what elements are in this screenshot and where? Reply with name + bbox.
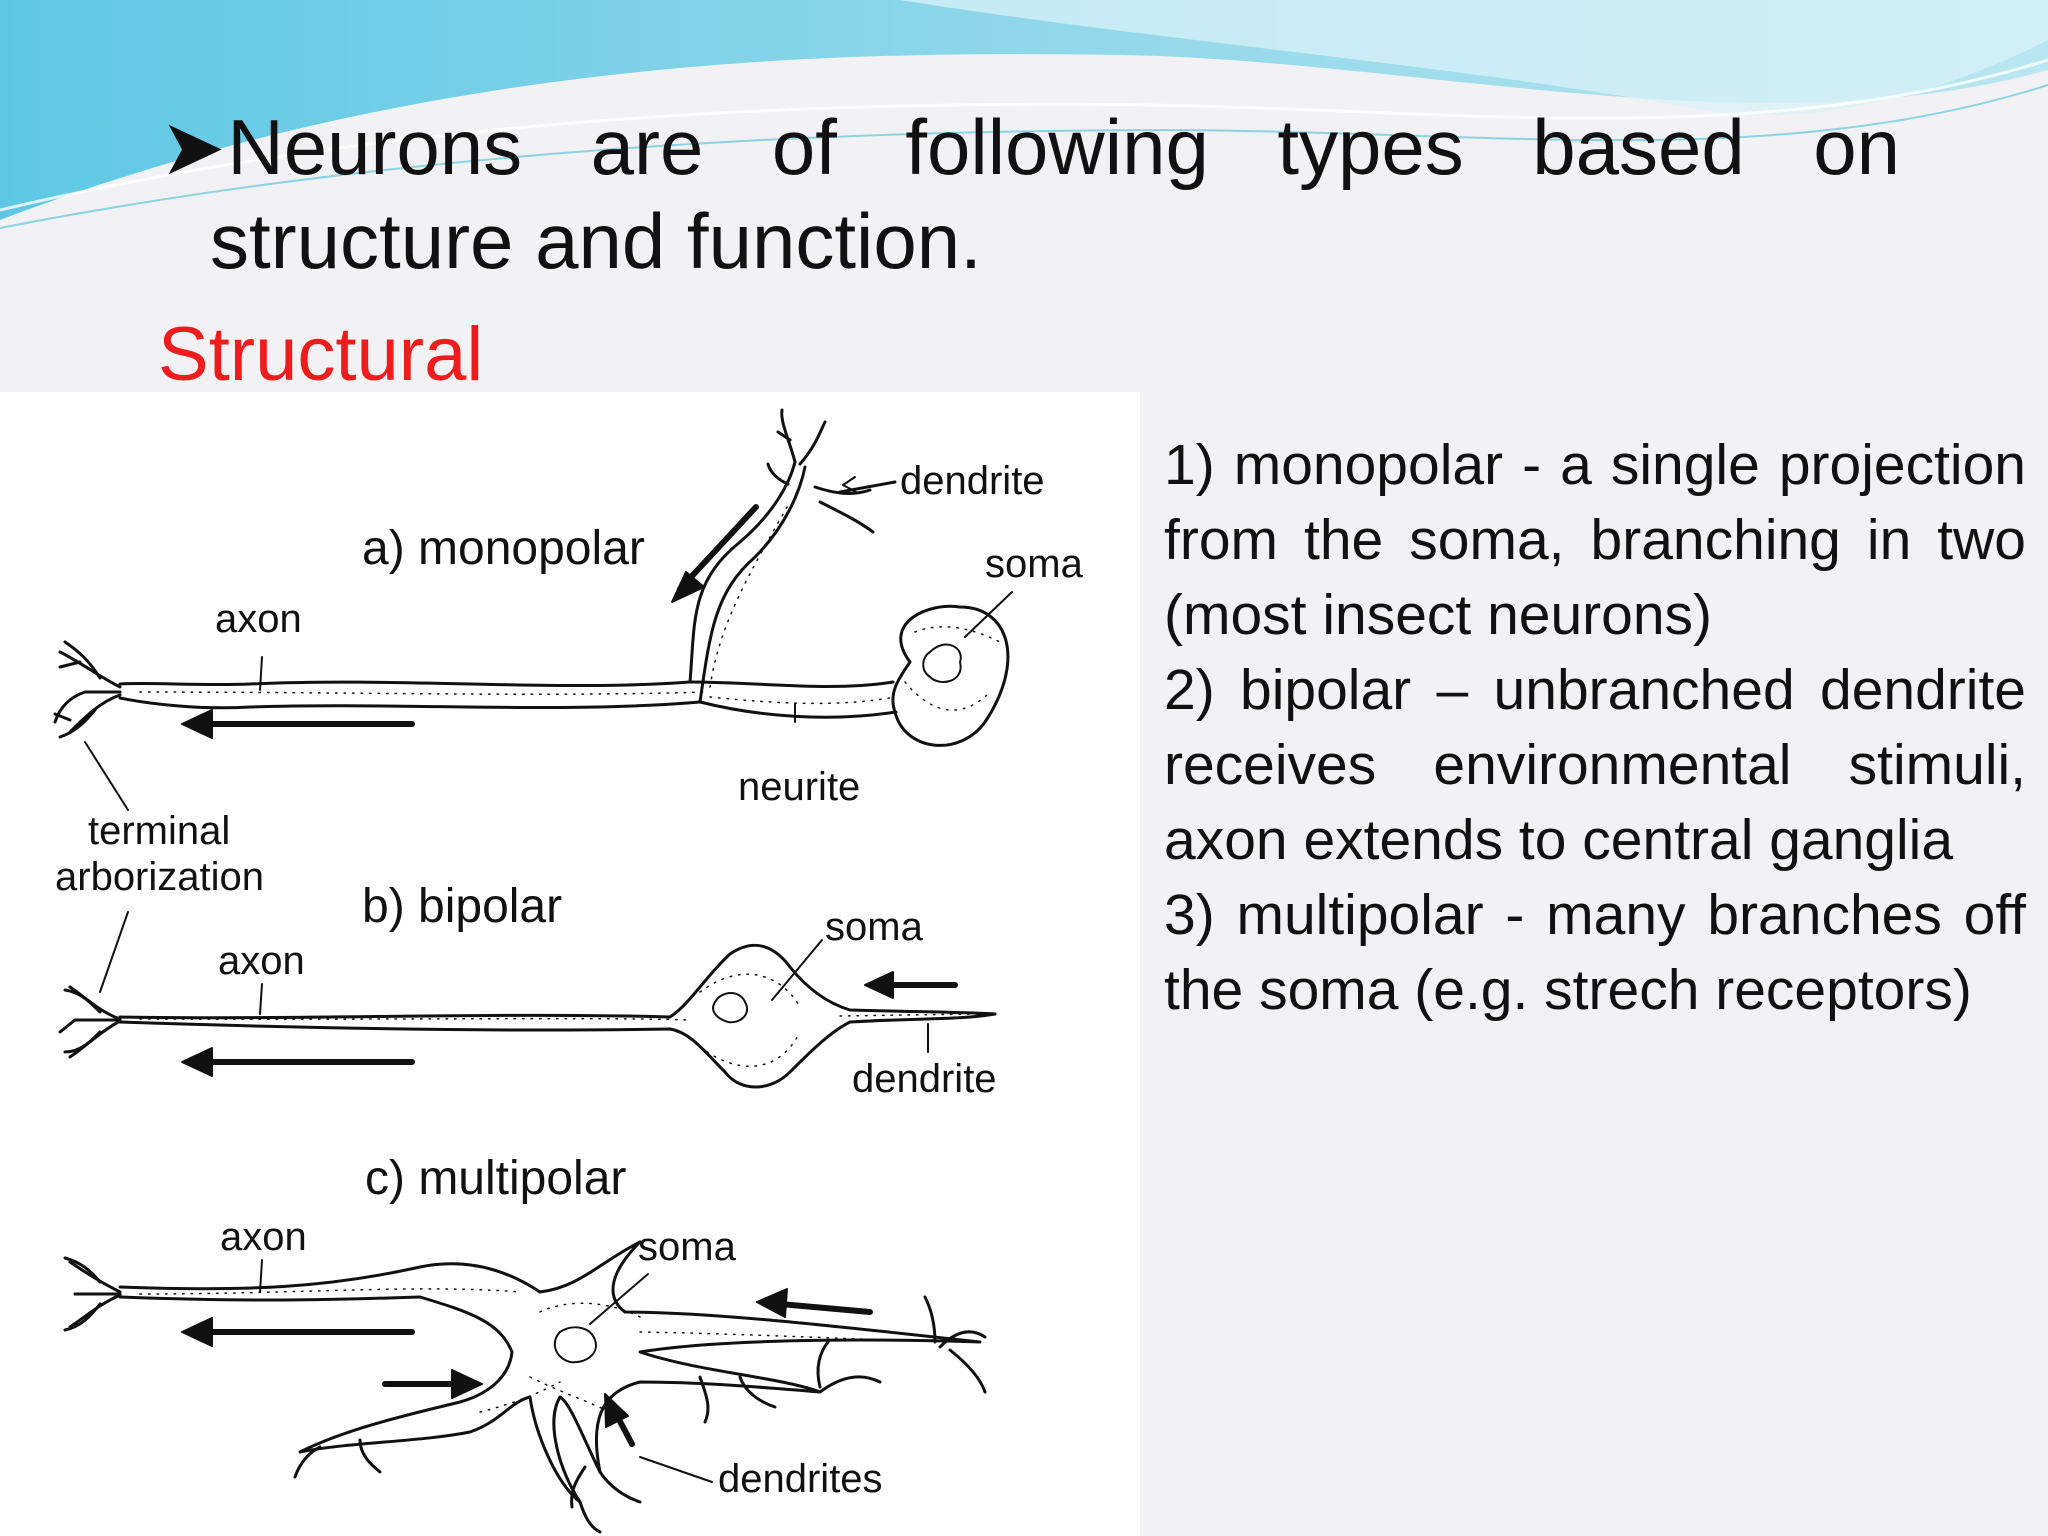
monopolar-neurite-label: neurite: [738, 765, 860, 809]
section-title: Structural: [158, 312, 484, 397]
monopolar-soma-label: soma: [985, 542, 1084, 586]
heading-line-2: structure and function.: [210, 197, 982, 285]
neuron-types-figure: a) monopolar dendrite soma axon neurite …: [0, 392, 1140, 1536]
arrow-bullet-icon: ➤: [160, 103, 226, 191]
monopolar-axon-label: axon: [215, 597, 302, 641]
multipolar-axon-label: axon: [220, 1215, 307, 1259]
heading-word: of: [771, 103, 837, 191]
heading-word: on: [1813, 103, 1900, 191]
multipolar-title: c) multipolar: [365, 1152, 626, 1205]
heading-word: types: [1277, 103, 1464, 191]
slide-heading: ➤Neurons are of following types based on…: [160, 100, 1900, 288]
heading-line-1: ➤Neurons are of following types based on: [160, 100, 1900, 194]
neuron-diagram: a) monopolar dendrite soma axon neurite …: [53, 408, 1084, 1534]
heading-word-text: Neurons: [227, 103, 523, 191]
bipolar-soma-label: soma: [825, 905, 924, 949]
monopolar-neuron: [53, 408, 1013, 811]
neuron-types-description: 1) monopolar - a single projection from …: [1164, 428, 2026, 1028]
heading-word: ➤Neurons: [160, 100, 522, 194]
description-item-multipolar: 3) multipolar - many branches off the so…: [1164, 883, 2026, 1022]
monopolar-dendrite-label: dendrite: [900, 459, 1045, 503]
bipolar-neuron: [58, 911, 997, 1089]
heading-word: following: [905, 103, 1209, 191]
bipolar-dendrite-label: dendrite: [852, 1057, 997, 1101]
terminal-arborization-label-line2: arborization: [55, 855, 264, 899]
multipolar-soma-label: soma: [638, 1225, 737, 1269]
heading-word: based: [1532, 103, 1745, 191]
terminal-arborization-label-line1: terminal: [88, 809, 230, 853]
heading-word: are: [590, 103, 704, 191]
bipolar-axon-label: axon: [218, 939, 305, 983]
multipolar-neuron: [63, 1240, 987, 1534]
header-wave-decoration: [0, 0, 2048, 229]
multipolar-dendrites-label: dendrites: [718, 1457, 883, 1501]
description-item-bipolar: 2) bipolar – unbranched dendrite receive…: [1164, 658, 2026, 872]
description-item-monopolar: 1) monopolar - a single projection from …: [1164, 433, 2026, 647]
monopolar-title: a) monopolar: [362, 522, 645, 575]
bipolar-title: b) bipolar: [362, 880, 562, 933]
